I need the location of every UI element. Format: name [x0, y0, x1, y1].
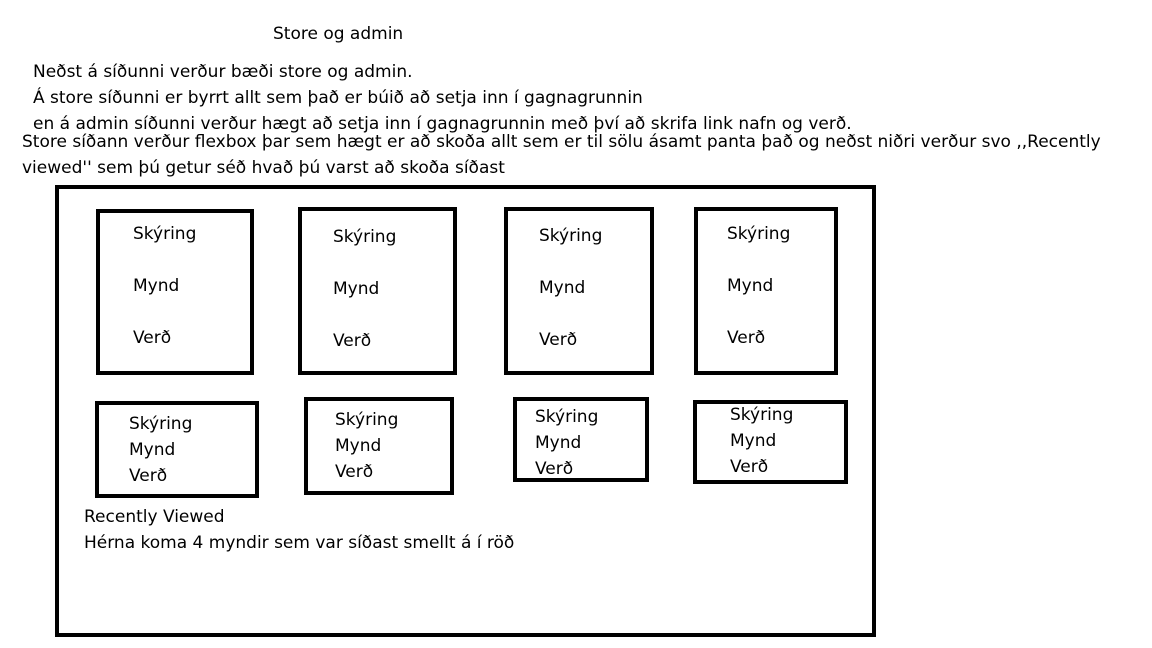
card-description: Skýring	[730, 405, 794, 425]
recently-viewed-text: Hérna koma 4 myndir sem var síðast smell…	[84, 533, 515, 553]
page-title: Store og admin	[273, 24, 404, 44]
intro-line-4b: viewed'' sem þú getur séð hvað þú varst …	[22, 158, 505, 178]
card-price: Verð	[333, 331, 372, 351]
card-price: Verð	[535, 459, 574, 479]
intro-line-1: Neðst á síðunni verður bæði store og adm…	[33, 62, 413, 82]
product-card[interactable]: Skýring Mynd Verð	[693, 400, 848, 484]
card-description: Skýring	[129, 414, 193, 434]
card-image: Mynd	[535, 433, 582, 453]
product-card[interactable]: Skýring Mynd Verð	[513, 397, 649, 482]
card-image: Mynd	[333, 279, 380, 299]
product-card[interactable]: Skýring Mynd Verð	[298, 207, 457, 375]
card-price: Verð	[335, 462, 374, 482]
card-price: Verð	[727, 328, 766, 348]
product-card[interactable]: Skýring Mynd Verð	[96, 209, 254, 375]
intro-line-4a: Store síðann verður flexbox þar sem hægt…	[22, 132, 1101, 152]
card-image: Mynd	[539, 278, 586, 298]
card-description: Skýring	[335, 410, 399, 430]
card-description: Skýring	[727, 224, 791, 244]
card-description: Skýring	[133, 224, 197, 244]
card-image: Mynd	[335, 436, 382, 456]
card-image: Mynd	[129, 440, 176, 460]
card-description: Skýring	[333, 227, 397, 247]
card-image: Mynd	[133, 276, 180, 296]
intro-line-3: en á admin síðunni verður hægt að setja …	[33, 114, 852, 134]
store-frame	[55, 185, 876, 637]
intro-line-2: Á store síðunni er byrrt allt sem það er…	[33, 88, 643, 108]
product-card[interactable]: Skýring Mynd Verð	[95, 401, 259, 498]
card-price: Verð	[129, 466, 168, 486]
card-image: Mynd	[730, 431, 777, 451]
recently-viewed-heading: Recently Viewed	[84, 507, 225, 527]
card-image: Mynd	[727, 276, 774, 296]
card-description: Skýring	[539, 226, 603, 246]
product-card[interactable]: Skýring Mynd Verð	[694, 207, 838, 375]
card-price: Verð	[539, 330, 578, 350]
card-price: Verð	[730, 457, 769, 477]
card-price: Verð	[133, 328, 172, 348]
card-description: Skýring	[535, 407, 599, 427]
product-card[interactable]: Skýring Mynd Verð	[304, 397, 454, 495]
product-card[interactable]: Skýring Mynd Verð	[504, 207, 654, 375]
